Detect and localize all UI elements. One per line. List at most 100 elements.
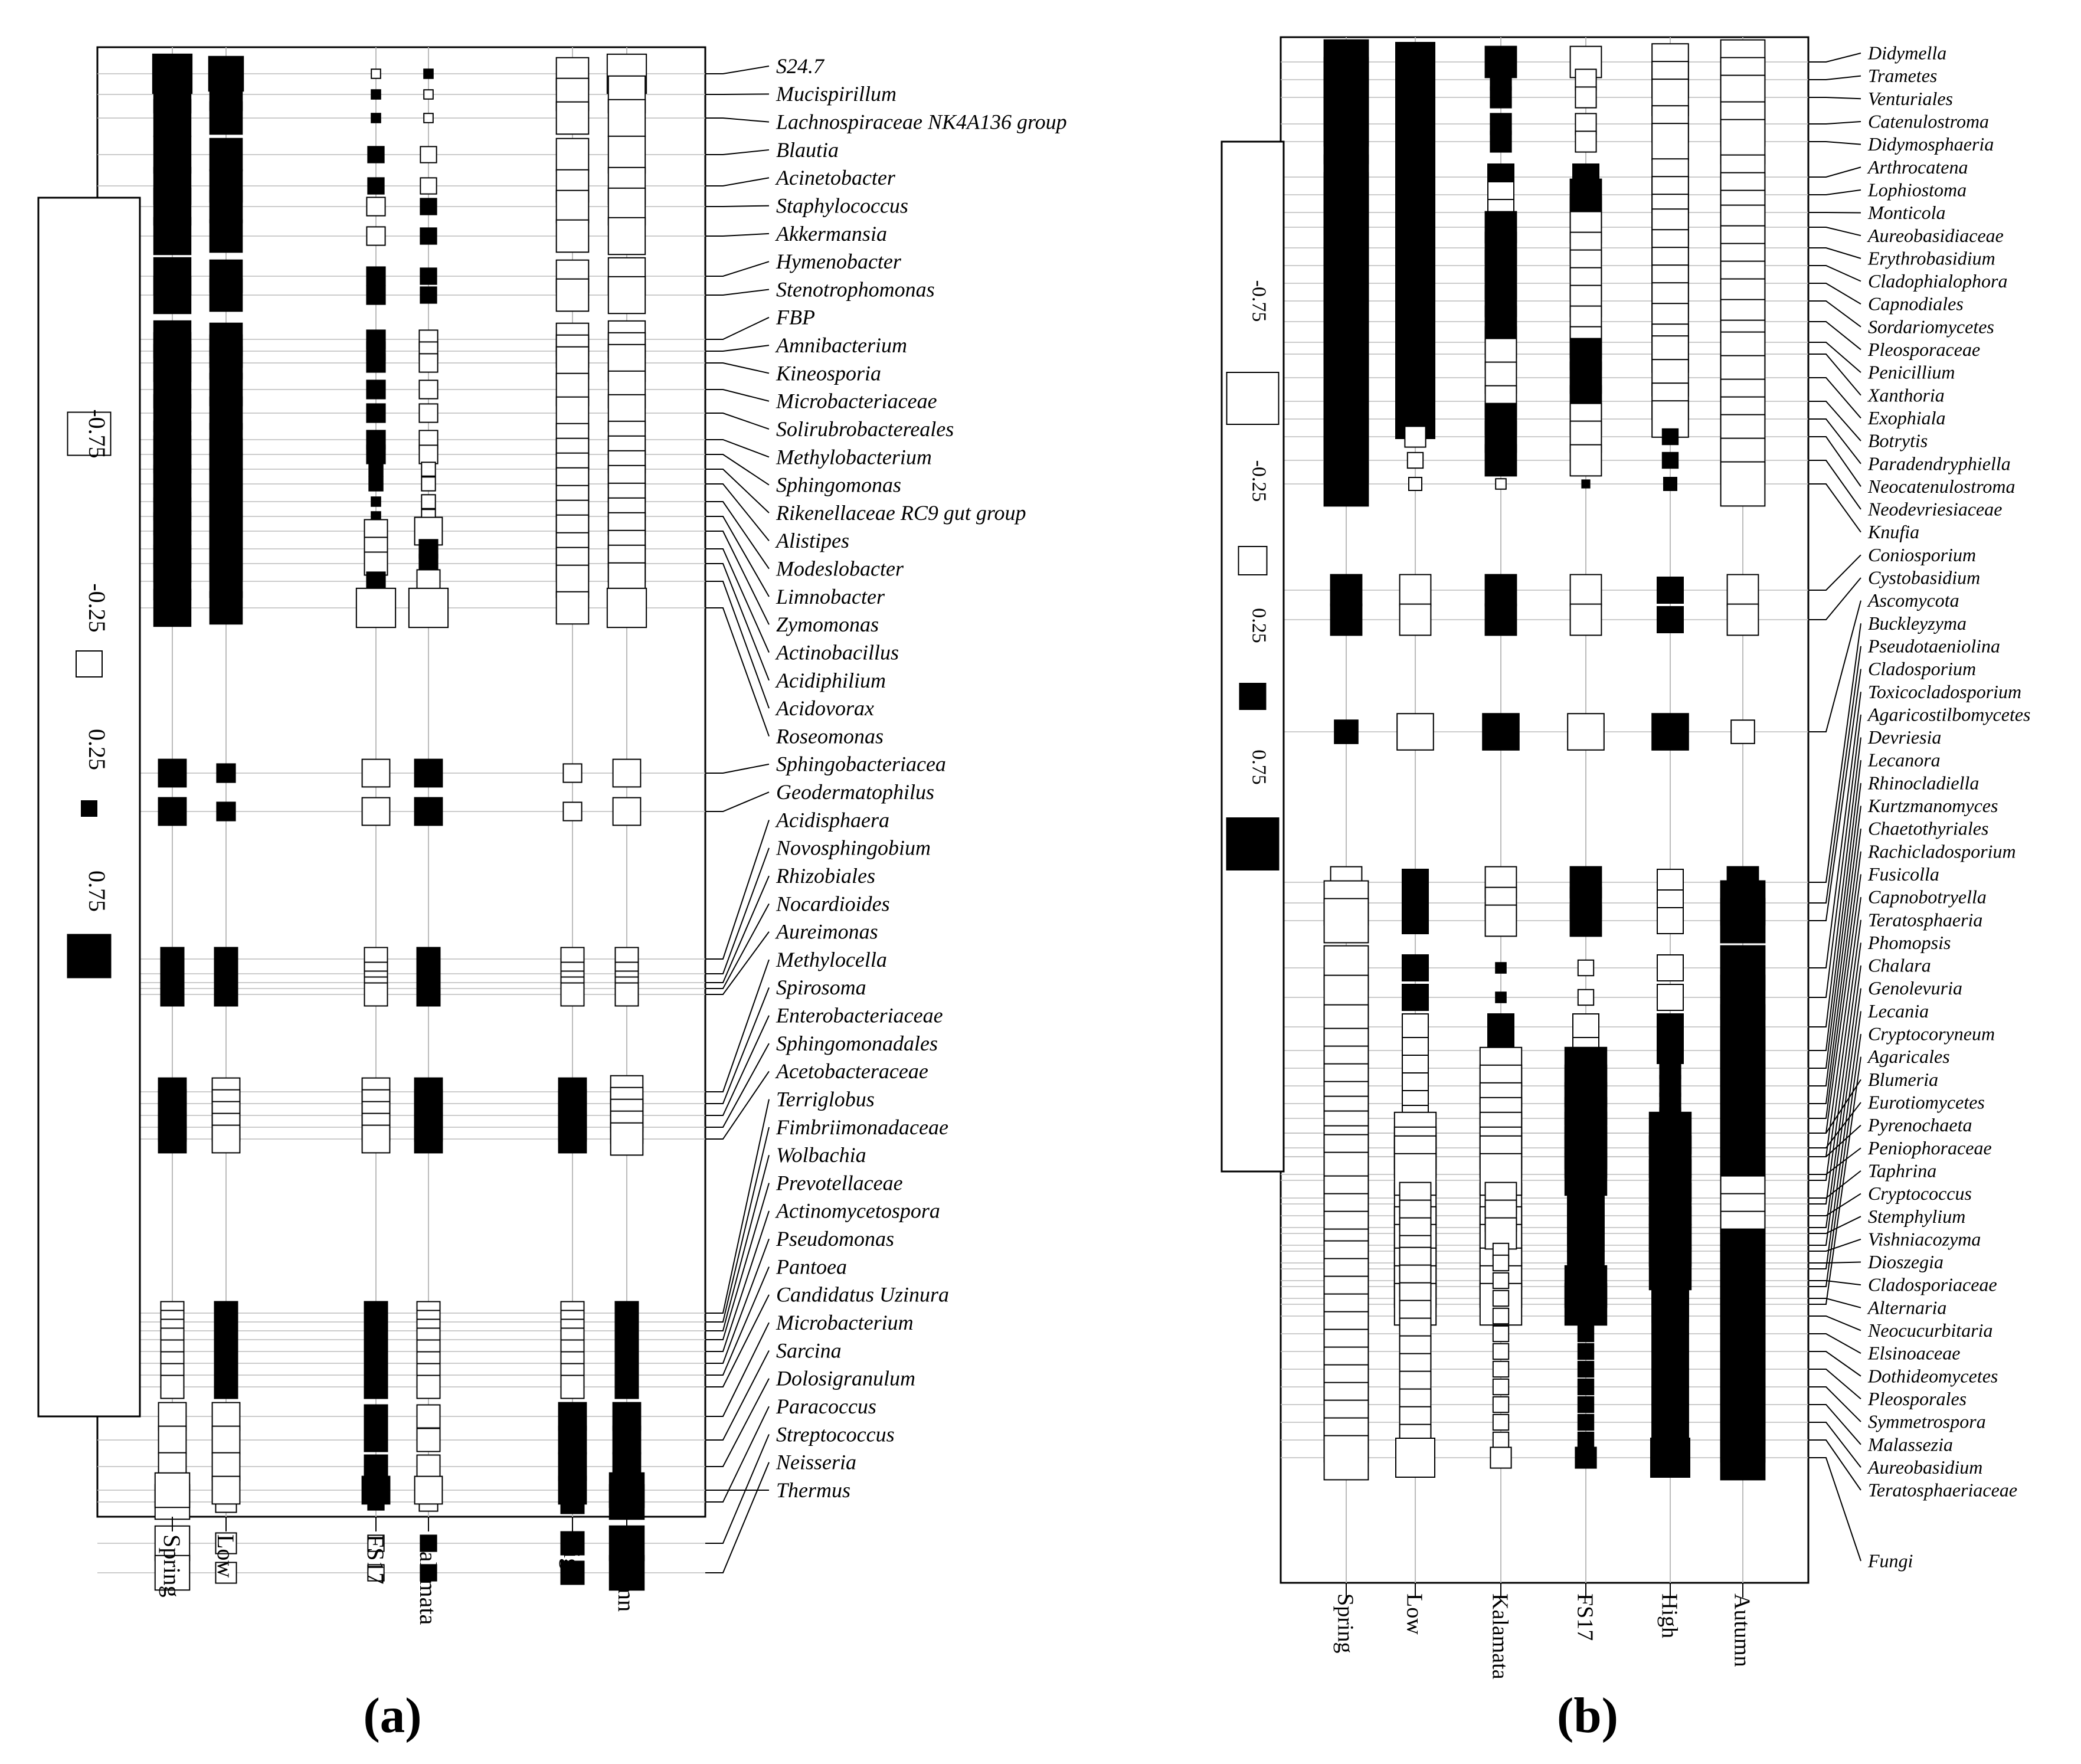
- cell-modeslobacter-kalamata: [421, 494, 436, 509]
- leader-line-sphingomonadales: [705, 1043, 770, 1128]
- cell-cladosporiaceae-fs17: [1577, 1272, 1595, 1290]
- taxon-label-staphylococcus: Staphylococcus: [776, 194, 908, 217]
- leader-line-alternaria: [1808, 1298, 1861, 1308]
- cell-staphylococcus-kalamata: [420, 198, 437, 215]
- cell-agaricostilbomycetes-fs17: [1577, 989, 1595, 1006]
- cell-dothideomycetes-kalamata: [1492, 1343, 1510, 1360]
- taxon-label-dothideomycetes: Dothideomycetes: [1867, 1365, 1998, 1386]
- leader-line-lecanora: [1808, 760, 1861, 1051]
- leader-line-devriesia: [1808, 737, 1861, 1027]
- leader-line-paracoccus: [705, 1406, 770, 1503]
- taxon-label-symmetrospora: Symmetrospora: [1868, 1411, 1986, 1432]
- cell-didymosphaeria-kalamata: [1490, 130, 1512, 153]
- leader-line-lachnospiraceae-nk4a136-group: [705, 117, 770, 123]
- taxon-label-penicillium: Penicillium: [1867, 362, 1955, 383]
- cell-coniosporium-autumn: [1726, 574, 1759, 607]
- column-label-high: High: [559, 1534, 585, 1582]
- leader-line-akkermansia: [705, 233, 770, 237]
- cell-geodermatophilus-autumn: [612, 797, 642, 826]
- cell-acetobacteraceae-high: [558, 1124, 587, 1154]
- cell-sarcina-spring: [158, 1425, 187, 1455]
- cell-teratosphaeriaceae-fs17: [1577, 1431, 1595, 1449]
- taxon-label-agaricostilbomycetes: Agaricostilbomycetes: [1867, 703, 2030, 725]
- cell-acetobacteraceae-fs17: [361, 1124, 391, 1154]
- cell-kineosporia-fs17: [366, 353, 386, 373]
- leader-line-methylocella: [705, 959, 770, 1092]
- cell-akkermansia-fs17: [366, 226, 386, 246]
- taxon-label-limnobacter: Limnobacter: [776, 585, 885, 608]
- column-label-kalamata: Kalamata: [415, 1534, 441, 1625]
- cell-malassezia-kalamata: [1492, 1396, 1510, 1413]
- cell-neodevriesiaceae-fs17: [1569, 444, 1602, 477]
- taxon-label-devriesia: Devriesia: [1867, 726, 1941, 748]
- cell-staphylococcus-fs17: [366, 197, 386, 217]
- legend-label-0-25: 0.25: [1248, 608, 1270, 643]
- cell-neocatenulostroma-low: [1404, 426, 1426, 448]
- cell-fungi-spring: [1323, 1435, 1369, 1481]
- cell-staphylococcus-high: [555, 189, 590, 224]
- leader-line-prevotellaceae: [705, 1183, 770, 1340]
- leader-line-spirosoma: [705, 987, 770, 1104]
- cell-cladosporium-high: [1657, 907, 1684, 934]
- leader-line-pantoea: [705, 1266, 770, 1376]
- cell-akkermansia-low: [209, 219, 243, 253]
- cell-knufia-low: [1408, 477, 1422, 491]
- cell-blautia-fs17: [367, 146, 385, 163]
- taxon-label-spirosoma: Spirosoma: [776, 976, 866, 999]
- taxon-label-pleosporaceae: Pleosporaceae: [1867, 339, 1980, 360]
- leader-line-teratosphaeriaceae: [1808, 1439, 1861, 1491]
- cell-alistipes-fs17: [368, 476, 384, 492]
- cell-knufia-spring: [1323, 461, 1369, 507]
- cell-aureimonas-autumn: [614, 982, 639, 1007]
- panel-b: DidymellaTrametesVenturialesCatenulostro…: [1221, 36, 2030, 1743]
- cell-dolosigranulum-kalamata: [416, 1454, 441, 1479]
- taxon-label-elsinoaceae: Elsinoaceae: [1867, 1343, 1960, 1364]
- leader-line-neodevriesiaceae: [1808, 460, 1861, 510]
- cell-neisseria-kalamata: [420, 1564, 437, 1582]
- taxon-label-streptococcus: Streptococcus: [776, 1422, 895, 1446]
- legend-swatch-0-75: [1226, 372, 1280, 425]
- cell-streptococcus-high: [560, 1531, 585, 1556]
- taxon-label-zymomonas: Zymomonas: [776, 613, 879, 636]
- leader-line-alistipes: [705, 483, 770, 541]
- taxon-label-arthrocatena: Arthrocatena: [1867, 156, 1968, 178]
- cell-acidiphilium-fs17: [364, 551, 388, 576]
- leader-line-actinobacillus: [705, 548, 770, 653]
- taxon-label-sordariomycetes: Sordariomycetes: [1868, 316, 1994, 337]
- legend-label-0-75: -0.75: [84, 409, 110, 458]
- leader-line-toxicocladosporium: [1808, 692, 1861, 968]
- cell-lachnospiraceae-nk4a136-group-spring: [153, 99, 192, 138]
- cell-candidatus-uzinura-low: [214, 1374, 238, 1399]
- leader-line-microbacteriaceae: [705, 389, 770, 402]
- cell-neocatenulostroma-high: [1661, 428, 1679, 446]
- taxon-label-microbacterium: Microbacterium: [776, 1311, 914, 1334]
- leader-line-penicillium: [1808, 342, 1861, 373]
- taxon-label-terriglobus: Terriglobus: [776, 1087, 875, 1111]
- legend-label-0-75: 0.75: [1248, 750, 1270, 785]
- leader-line-pleosporaceae: [1808, 321, 1861, 351]
- legend-swatch-0-75: [67, 411, 112, 456]
- cell-pleosporales-fs17: [1577, 1360, 1595, 1378]
- cell-geodermatophilus-low: [216, 801, 236, 822]
- cell-neodevriesiaceae-high: [1661, 451, 1679, 469]
- leader-line-chaetothyriales: [1808, 829, 1861, 1104]
- taxon-label-aureobasidium: Aureobasidium: [1867, 1457, 1982, 1478]
- cell-alistipes-kalamata: [421, 476, 436, 492]
- taxon-label-cladosporiaceae: Cladosporiaceae: [1868, 1274, 1997, 1295]
- cell-candidatus-uzinura-autumn: [614, 1374, 639, 1399]
- cell-neisseria-autumn: [608, 1554, 645, 1591]
- taxon-label-pantoea: Pantoea: [776, 1255, 847, 1278]
- taxon-label-didymella: Didymella: [1867, 42, 1946, 64]
- cell-cystobasidium-spring: [1330, 603, 1363, 636]
- cell-s24-7-fs17: [371, 68, 381, 79]
- cell-thermus-autumn: [608, 1472, 645, 1508]
- taxon-label-chalara: Chalara: [1868, 955, 1931, 976]
- leader-line-coniosporium: [1808, 554, 1861, 591]
- taxon-label-cryptococcus: Cryptococcus: [1868, 1183, 1972, 1204]
- taxon-label-monticola: Monticola: [1867, 202, 1946, 223]
- cell-agaricostilbomycetes-low: [1402, 984, 1429, 1011]
- cell-roseomonas-fs17: [355, 587, 397, 629]
- cell-ascomycota-kalamata: [1482, 713, 1520, 751]
- cell-devriesia-kalamata: [1487, 1013, 1514, 1040]
- leader-line-terriglobus: [705, 1099, 770, 1314]
